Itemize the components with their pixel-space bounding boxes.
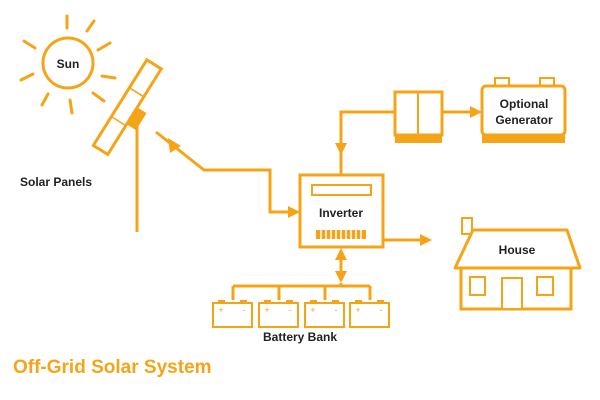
house-icon — [453, 217, 582, 311]
diagram-caption: Off-Grid Solar System — [13, 357, 212, 378]
battery-terminal-positive: + — [355, 305, 360, 315]
house-label: House — [499, 243, 536, 257]
sun-icon — [19, 14, 117, 115]
battery-icon: + - + - + - + - — [212, 300, 390, 328]
solar-panel-icon — [91, 57, 164, 232]
generator-label-line2: Generator — [495, 113, 553, 127]
inverter-label: Inverter — [319, 206, 363, 220]
battery-terminal-negative: - — [289, 305, 292, 315]
generator-to-switch-wire — [442, 106, 482, 118]
solar-panels-label: Solar Panels — [20, 175, 92, 189]
battery-terminal-positive: + — [310, 305, 315, 315]
battery-bank-label: Battery Bank — [263, 330, 337, 344]
switch-to-inverter-wire — [335, 110, 395, 174]
inverter-icon — [298, 173, 385, 249]
battery-terminal-positive: + — [218, 305, 223, 315]
battery-terminal-negative: - — [243, 305, 246, 315]
generator-label-line1: Optional — [500, 97, 549, 111]
battery-terminal-negative: - — [380, 305, 383, 315]
inverter-to-house-wire — [383, 234, 432, 246]
battery-terminal-positive: + — [264, 305, 269, 315]
generator-icon — [480, 77, 567, 143]
inverter-to-battery-wire — [231, 248, 372, 300]
transfer-switch-icon — [393, 90, 444, 143]
panel-to-inverter-wire — [155, 130, 300, 218]
battery-terminal-negative: - — [335, 305, 338, 315]
sun-label: Sun — [57, 57, 80, 71]
